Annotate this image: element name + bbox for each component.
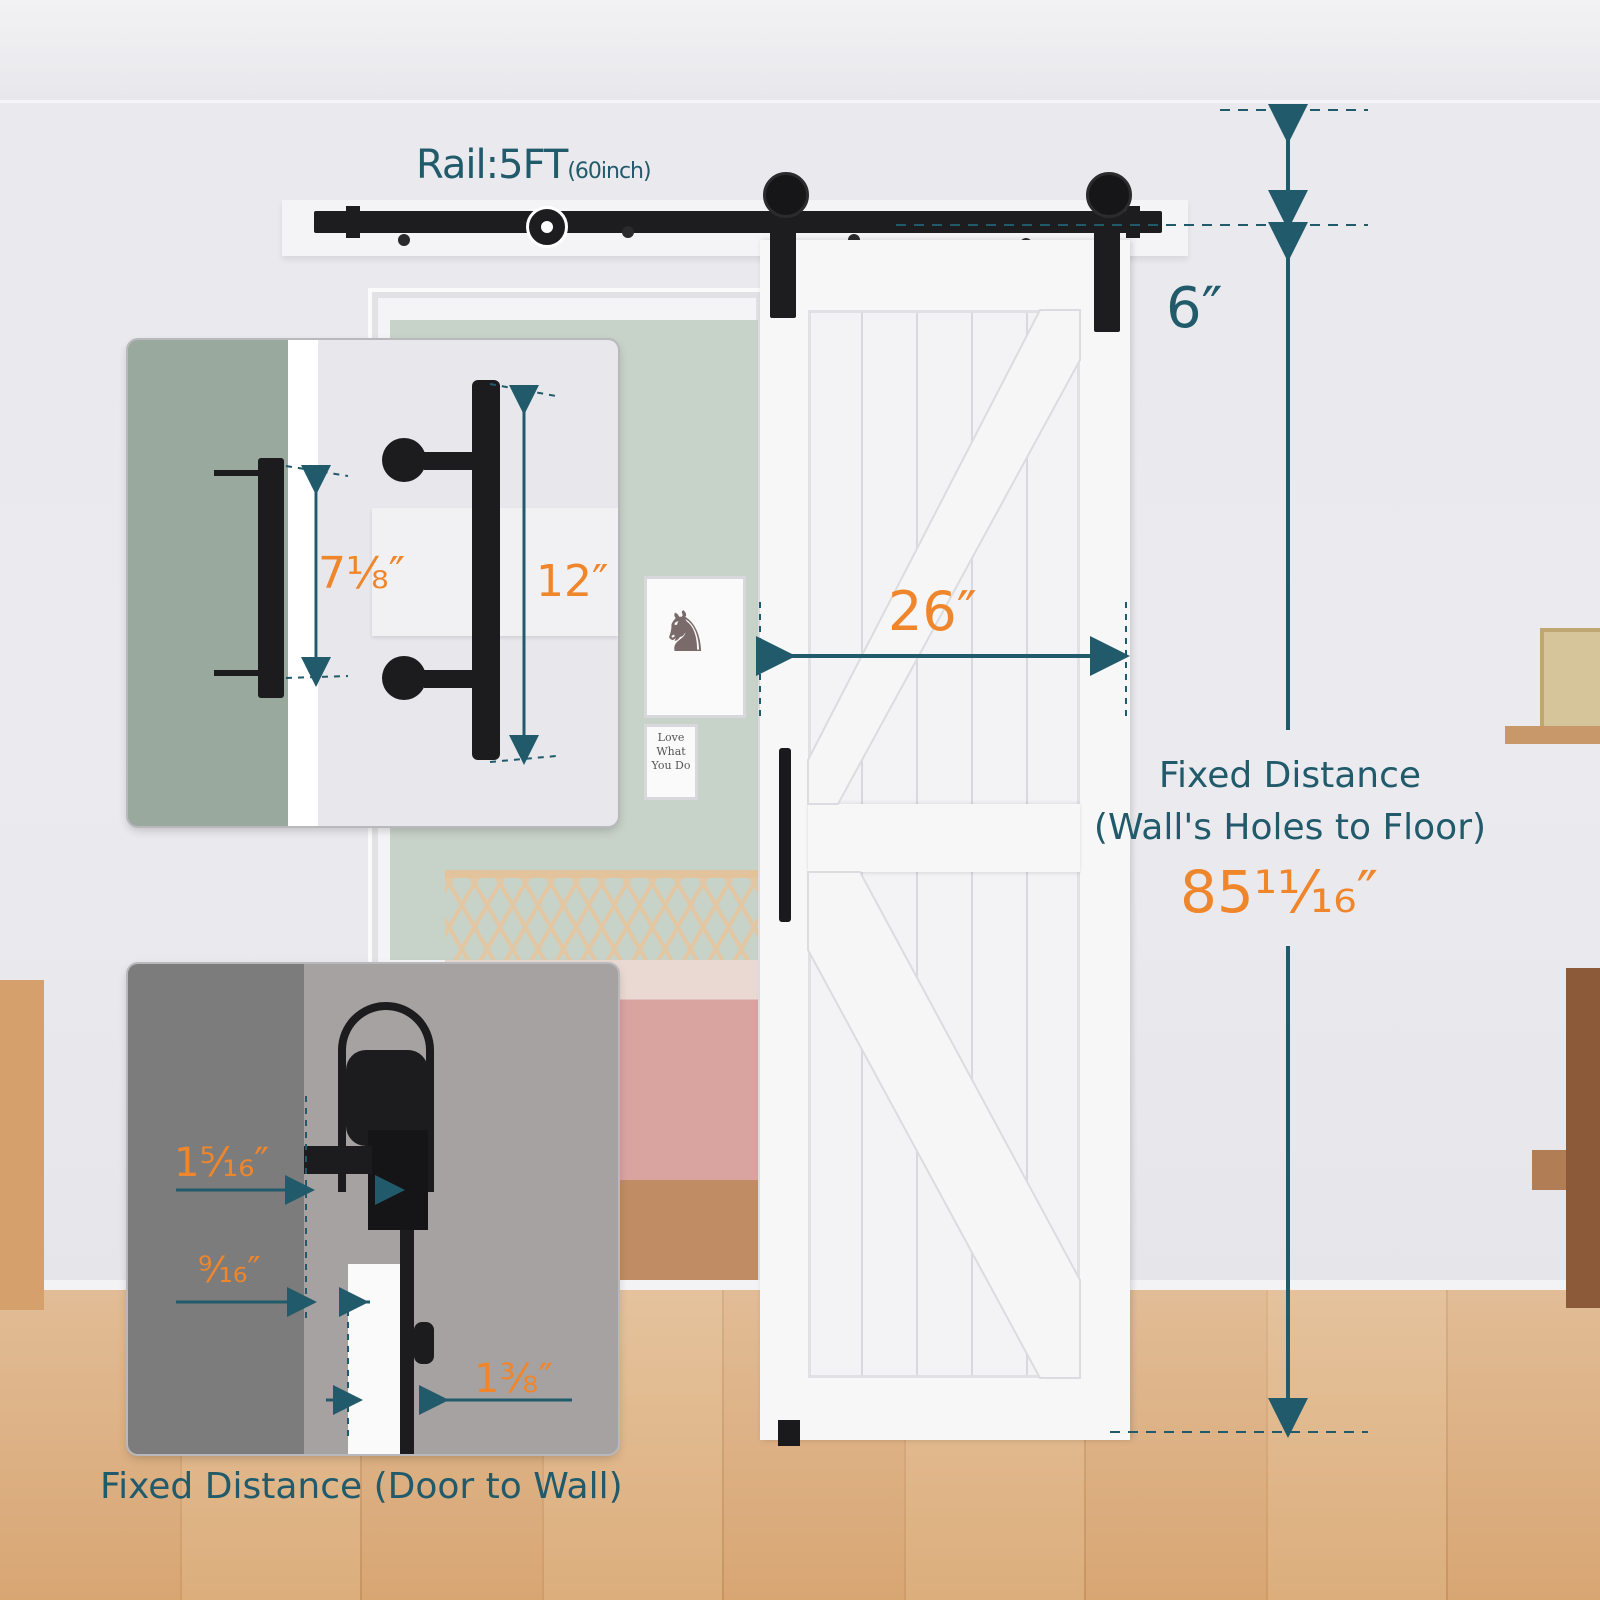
wall-to-floor-value: 85¹¹⁄₁₆″ xyxy=(1180,858,1379,926)
rail-bolt xyxy=(622,226,634,238)
rail-end-stop-right xyxy=(1126,206,1140,238)
door-middle-rail xyxy=(808,804,1080,872)
bar-handle xyxy=(472,380,500,760)
rail-bolt xyxy=(398,234,410,246)
hanger-stud xyxy=(304,1146,372,1174)
hanger-bolt-head xyxy=(414,1322,434,1364)
wall-to-floor-title-line1: Fixed Distance xyxy=(1158,755,1422,796)
spacer-gap-label: ⁹⁄₁₆″ xyxy=(198,1250,261,1291)
rail-end-stop-left xyxy=(346,206,360,238)
wall-art-horse xyxy=(644,576,746,718)
rail-hole-dot xyxy=(541,221,553,233)
ceiling xyxy=(0,0,1600,103)
left-cabinet xyxy=(0,980,44,1310)
hanger-offset-label: 1⁵⁄₁₆″ xyxy=(174,1140,270,1186)
hanger-arch xyxy=(338,1002,434,1192)
bar-handle-length-label: 12″ xyxy=(536,556,609,607)
bed-headboard xyxy=(445,870,758,968)
pull-handle-span-label: 7⅛″ xyxy=(318,548,406,599)
door-pull-handle xyxy=(779,748,791,922)
bar-handle-post-bottom xyxy=(424,670,472,688)
bar-handle-mount-bottom xyxy=(382,656,426,700)
hanger-strap-right xyxy=(1094,226,1120,332)
rail-length-main: Rail:5FT xyxy=(416,142,568,188)
bar-handle-post-top xyxy=(424,452,472,470)
flush-pull-handle xyxy=(258,458,284,698)
bar-handle-mount-top xyxy=(382,438,426,482)
flush-pull-bolt-top xyxy=(214,470,260,476)
hanger-detail-inset xyxy=(128,964,618,1454)
wall-art-quote: Love What You Do xyxy=(644,724,698,800)
door-thickness-label: 1⅜″ xyxy=(474,1356,554,1402)
hanger-strap-left xyxy=(770,226,796,318)
rail-length-sub: (60inch) xyxy=(567,159,651,184)
flush-pull-bolt-bottom xyxy=(214,670,260,676)
hanger-wheel-right xyxy=(1086,172,1132,218)
door-to-wall-title: Fixed Distance (Door to Wall) xyxy=(100,1466,623,1507)
inset-wall-surface xyxy=(128,964,304,1454)
rail-length-label: Rail:5FT(60inch) xyxy=(416,142,652,188)
right-shelf xyxy=(1505,726,1600,744)
hanger-wheel-left xyxy=(763,172,809,218)
header-height-label: 6″ xyxy=(1166,276,1223,341)
floor-guide xyxy=(778,1420,800,1446)
right-chair xyxy=(1566,968,1600,1308)
wall-to-floor-title: Fixed Distance (Wall's Holes to Floor) xyxy=(1070,750,1510,854)
hanger-strap-side xyxy=(400,1230,414,1454)
door-width-label: 26″ xyxy=(888,580,977,643)
horse-art-icon: ♞ xyxy=(660,600,711,665)
wall-to-floor-title-line2: (Wall's Holes to Floor) xyxy=(1093,807,1487,848)
